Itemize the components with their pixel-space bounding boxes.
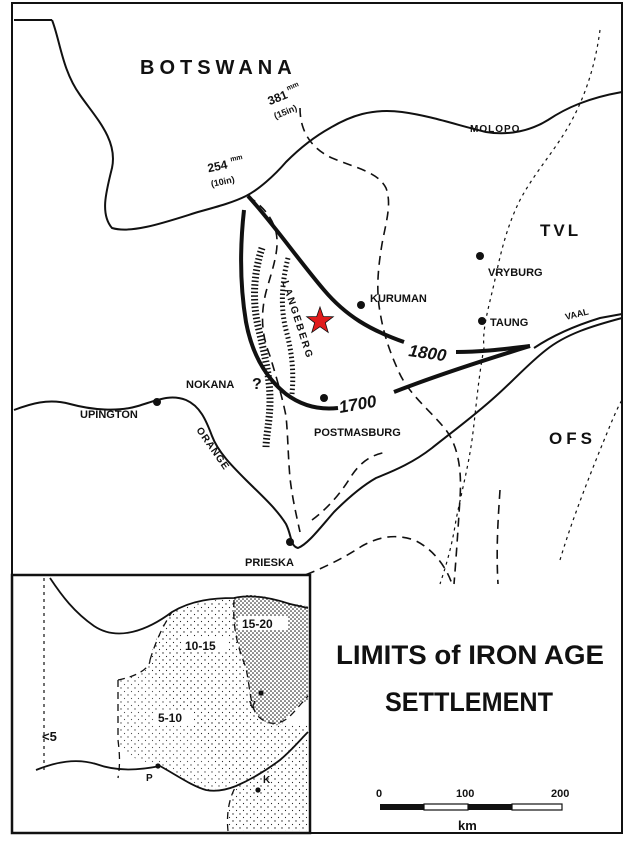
inset-town-dot-v [258, 690, 264, 696]
label-limit-1700: 1700 [337, 392, 378, 417]
town-dot-taung [478, 317, 486, 325]
isohyet-254-inches: (10in) [210, 174, 236, 189]
isohyet-381-label: 381 mm (15in) [266, 81, 300, 121]
scale-tick-200: 200 [551, 788, 569, 800]
label-taung: TAUNG [490, 317, 528, 329]
label-nokana-query: ? [252, 376, 262, 393]
map-frame [11, 2, 623, 834]
ofs-east-boundary [559, 399, 623, 561]
scale-unit: km [458, 818, 477, 833]
inset-zone-15-20-label: 15-20 [242, 617, 273, 631]
inset-zone-15-20-label-bg [238, 616, 288, 630]
inset-town-dot-k [255, 787, 261, 793]
label-limit-1800: 1800 [407, 341, 448, 365]
town-dot-prieska [286, 538, 294, 546]
scale-segment-4 [511, 803, 563, 811]
limit-1700-line-east [393, 344, 531, 394]
langeberg-range [251, 246, 274, 449]
isohyet-381-unit: mm [286, 81, 300, 92]
inset-east-boundary [226, 785, 237, 832]
river-lower-a [291, 535, 453, 585]
inset-zone-10-15-label-bg [182, 638, 228, 652]
inset-zone-5-10-boundary [117, 659, 151, 779]
scale-segment-3 [468, 804, 512, 810]
inset-zone-10-15-boundary [149, 611, 173, 661]
isohyet-381 [299, 107, 462, 585]
inset-zone-5-10-label-bg [154, 710, 194, 724]
isohyet-381-value: 381 [266, 87, 290, 108]
town-dot-kuruman [357, 301, 365, 309]
inset-zone-10-15-fill [149, 598, 308, 831]
inset-town-label-v: V [249, 700, 256, 711]
inset-zone-5-10-label: 5-10 [158, 711, 182, 725]
inset-town-label-p: P [146, 773, 153, 784]
scale-tick-0: 0 [376, 788, 382, 800]
inset-zone-5-10-fill [118, 660, 236, 790]
label-upington: UPINGTON [80, 409, 138, 421]
map-title-line1: LIMITS of IRON AGE [336, 640, 604, 670]
scale-tick-100: 100 [456, 788, 474, 800]
label-molopo: MOLOPO [470, 124, 520, 135]
vaal-river [533, 313, 623, 349]
label-botswana: BOTSWANA [140, 57, 297, 79]
scale-segment-1 [380, 804, 424, 810]
isohyet-254-unit: mm [230, 154, 244, 163]
limit-1800-line [246, 194, 405, 344]
label-ofs: OFS [549, 429, 596, 448]
scale-segment-2 [423, 803, 469, 811]
isohyet-254-label: 254 mm (10in) [206, 154, 244, 189]
inset-river-south [35, 731, 309, 792]
label-nokana: NOKANA [186, 379, 234, 391]
town-dot-vryburg [476, 252, 484, 260]
town-dot-postmasburg [320, 394, 328, 402]
label-prieska: PRIESKA [245, 557, 294, 569]
town-dot-upington [153, 398, 161, 406]
orange-river [13, 317, 623, 550]
isohyet-254-value: 254 [206, 157, 229, 175]
star-icon [305, 305, 335, 334]
label-vaal: VAAL [564, 306, 590, 322]
inset-town-label-k: K [263, 775, 271, 786]
label-tvl: TVL [540, 221, 581, 240]
river-lower-c [496, 489, 501, 585]
map-title-line2: SETTLEMENT [385, 687, 553, 717]
isohyet-254 [247, 195, 301, 533]
limit-1700-line [239, 209, 339, 411]
inset-zone-10-15-label: 10-15 [185, 639, 216, 653]
inset-zone-lt5-label: <5 [42, 729, 57, 744]
inset-zone-15-20-boundary [233, 599, 309, 724]
label-vryburg: VRYBURG [488, 267, 543, 279]
langeberg-range-east [279, 257, 296, 395]
label-kuruman: KURUMAN [370, 293, 427, 305]
river-lower-b [311, 451, 389, 521]
tvl-boundary [483, 29, 601, 349]
label-postmasburg: POSTMASBURG [314, 427, 401, 439]
scale-bar: 0 100 200 km [376, 788, 569, 833]
inset-map: 10-15 15-20 5-10 <5 V P K [10, 573, 312, 835]
label-langeberg: LANGEBERG [279, 280, 315, 361]
botswana-border [51, 19, 623, 231]
inset-town-dot-p [155, 763, 161, 769]
label-orange: ORANGE [194, 425, 232, 472]
ofs-boundary [439, 347, 485, 585]
